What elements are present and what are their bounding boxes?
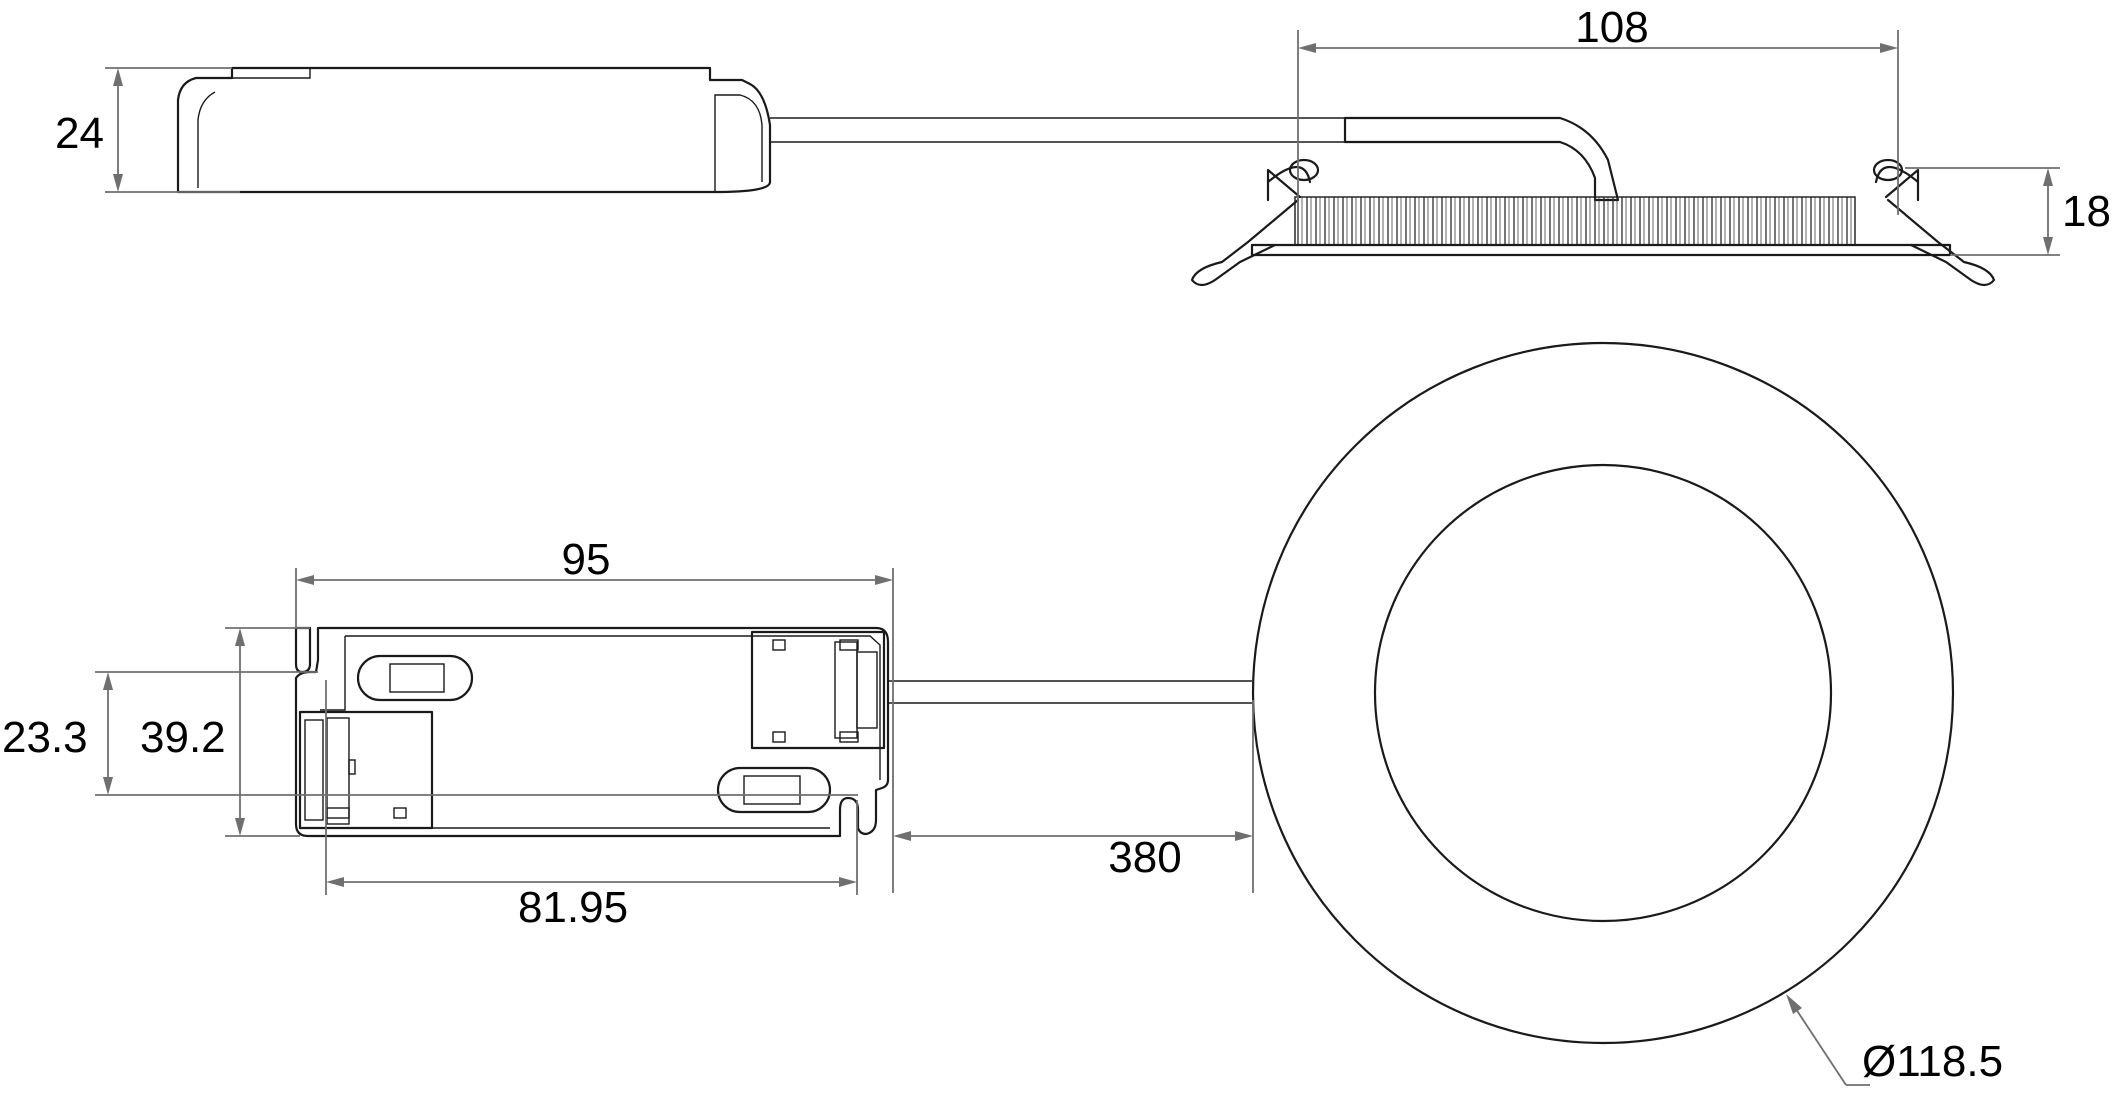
dimension-cable-length: 380: [893, 700, 1254, 893]
dimension-driver-height: 24: [55, 67, 240, 193]
dimension-mount-spacing-horizontal: 81.95: [325, 680, 858, 932]
driver-width-label: 39.2: [140, 713, 226, 762]
mount-spacing-horizontal-label: 81.95: [518, 883, 628, 932]
driver-top-view: [294, 626, 1252, 838]
light-front-view: [1251, 341, 1955, 1045]
mount-spacing-vertical-label: 23.3: [2, 713, 88, 762]
driver-side-view: [176, 66, 1345, 194]
dimension-driver-width: 39.2: [140, 627, 310, 837]
dimension-light-diameter: Ø118.5: [1786, 994, 2003, 1086]
light-diameter-label: Ø118.5: [1862, 1037, 2003, 1086]
driver-height-label: 24: [55, 109, 104, 158]
dimension-driver-length: 95: [295, 535, 894, 893]
dimension-light-width: 108: [1297, 3, 1899, 215]
light-width-label: 108: [1575, 3, 1648, 52]
light-height-label: 18: [2062, 187, 2111, 236]
light-side-view: [1190, 116, 1996, 287]
dimension-mount-spacing-vertical: 23.3: [2, 671, 858, 796]
cable-length-label: 380: [1108, 833, 1181, 882]
driver-length-label: 95: [562, 535, 611, 584]
dimension-light-height: 18: [1905, 167, 2111, 256]
